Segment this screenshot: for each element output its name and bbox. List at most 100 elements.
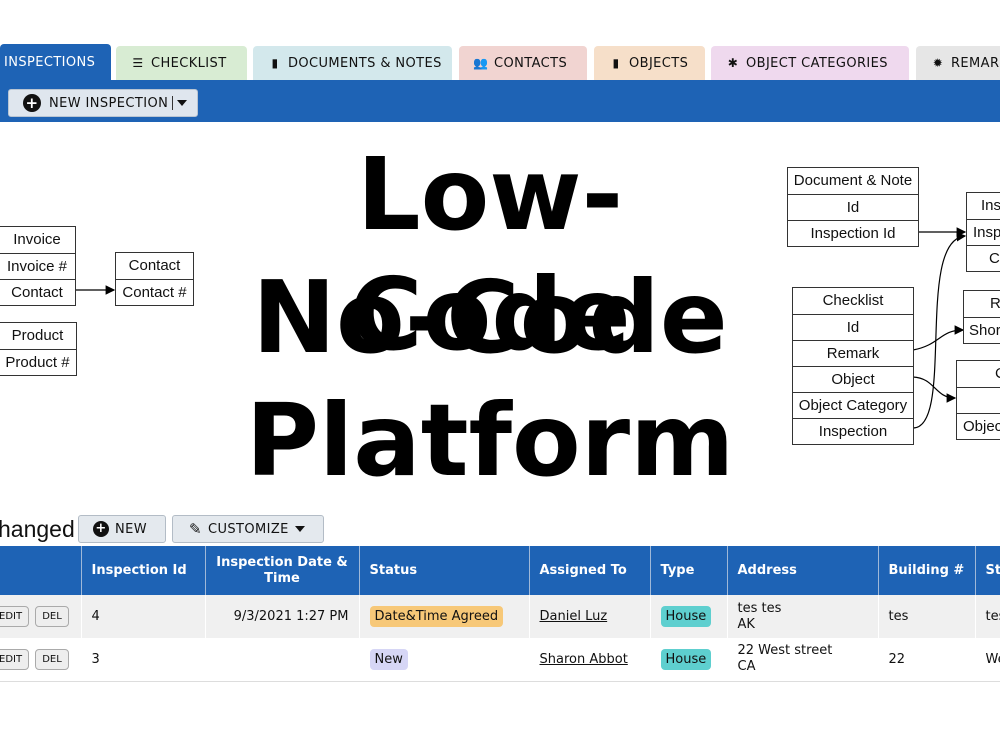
entity-row: Contact — [128, 257, 181, 274]
assigned-to-link[interactable]: Sharon Abbot — [539, 651, 628, 667]
new-button[interactable]: + NEW — [78, 515, 166, 543]
tab-label: OBJECT CATEGORIES — [746, 55, 888, 71]
column-header-inspection-id[interactable]: Inspection Id — [81, 546, 206, 595]
customize-label: CUSTOMIZE — [207, 521, 289, 537]
list-icon: ☰ — [132, 56, 144, 70]
entity-row: Product # — [0, 349, 76, 375]
cell-inspection-date: 9/3/2021 1:27 PM — [205, 595, 360, 638]
cell-building: 22 — [878, 638, 976, 682]
assigned-to-link[interactable]: Daniel Luz — [539, 609, 608, 624]
people-icon: 👥 — [473, 56, 489, 70]
entity-row: Invoice # — [0, 253, 75, 279]
table-row[interactable]: EDIT DEL 3 New Sharon Abbot House 22 Wes… — [0, 638, 1000, 682]
asterisk-icon: ✱ — [727, 56, 739, 70]
edit-icon: ✎ — [189, 520, 202, 538]
chevron-down-icon[interactable] — [172, 96, 188, 110]
column-header-type[interactable]: Type — [650, 546, 728, 595]
address-line-1: tes tes — [737, 600, 782, 616]
cell-assigned-to: Daniel Luz — [529, 595, 651, 638]
tab-bar: INSPECTIONS ☰ CHECKLIST ▮ DOCUMENTS & NO… — [0, 44, 1000, 80]
status-badge: New — [369, 648, 408, 670]
table-header-row: Inspection Id Inspection Date & Time Sta… — [0, 546, 1000, 595]
tab-object-categories[interactable]: ✱ OBJECT CATEGORIES — [711, 46, 909, 80]
entity-document-note: Document & Note Id Inspection Id — [787, 167, 919, 247]
tab-label: OBJECTS — [629, 55, 689, 71]
gear-icon: ✹ — [932, 56, 944, 70]
column-header-status[interactable]: Status — [359, 546, 530, 595]
tab-objects[interactable]: ▮ OBJECTS — [594, 46, 705, 80]
cell-status: New — [359, 638, 530, 682]
entity-object-partial: C Objec — [956, 360, 1000, 440]
new-label: NEW — [115, 521, 147, 537]
cell-address: tes tes AK — [727, 595, 879, 638]
address-line-2: CA — [737, 659, 756, 675]
entity-row: R — [990, 295, 1000, 312]
connector-object — [912, 376, 957, 403]
entity-row: Id — [788, 194, 918, 220]
grid-toolbar: hanged + NEW ✎ CUSTOMIZE — [0, 512, 1000, 544]
tab-label: DOCUMENTS & NOTES — [288, 55, 442, 71]
new-inspection-label: NEW INSPECTION — [49, 95, 169, 111]
entity-inspection-partial: Ins Insp C — [966, 192, 1000, 272]
cell-building: tes — [878, 595, 976, 638]
entity-row: Product — [11, 327, 64, 344]
column-header-assigned-to[interactable]: Assigned To — [529, 546, 651, 595]
column-header-actions — [0, 546, 82, 595]
tab-contacts[interactable]: 👥 CONTACTS — [459, 46, 587, 80]
hero-title-line-3: Platform — [245, 382, 735, 499]
tab-checklist[interactable]: ☰ CHECKLIST — [116, 46, 247, 80]
status-badge: Date&Time Agreed — [369, 606, 504, 627]
plus-circle-icon: + — [23, 94, 41, 112]
cell-street: We — [975, 638, 1000, 682]
entity-row: Object — [793, 366, 913, 392]
entity-contact: Contact Contact # — [115, 252, 194, 306]
entity-row: Inspection Id — [788, 220, 918, 246]
toolbar: + NEW INSPECTION — [0, 80, 1000, 122]
entity-row: Inspection — [793, 418, 913, 444]
cell-type: House — [650, 638, 728, 682]
connector-inspection — [912, 231, 967, 429]
cell-assigned-to: Sharon Abbot — [529, 638, 651, 682]
entity-row: Contact # — [116, 279, 193, 305]
entity-remark-partial: R Shor — [963, 290, 1000, 344]
customize-button[interactable]: ✎ CUSTOMIZE — [172, 515, 324, 543]
column-header-building[interactable]: Building # — [878, 546, 976, 595]
entity-row: Insp — [967, 219, 1000, 245]
plus-circle-icon: + — [93, 521, 109, 537]
tab-remarks[interactable]: ✹ REMAR — [916, 46, 1000, 80]
inspections-table: Inspection Id Inspection Date & Time Sta… — [0, 546, 1000, 682]
hero-title-line-1: Low-Code — [349, 136, 631, 373]
entity-row: Shor — [964, 317, 1000, 343]
delete-button[interactable]: DEL — [35, 648, 69, 670]
address-line-1: 22 West street — [737, 643, 833, 659]
tab-label: INSPECTIONS — [4, 54, 96, 70]
column-header-inspection-date[interactable]: Inspection Date & Time — [205, 546, 360, 595]
cell-inspection-id: 4 — [81, 595, 206, 638]
column-header-street[interactable]: St — [975, 546, 1000, 595]
tab-label: REMAR — [951, 55, 1000, 71]
table-row[interactable]: EDIT DEL 4 9/3/2021 1:27 PM Date&Time Ag… — [0, 595, 1000, 638]
entity-row: Contact — [0, 279, 75, 305]
delete-button[interactable]: DEL — [35, 606, 69, 627]
edit-button[interactable]: EDIT — [0, 648, 30, 670]
document-icon: ▮ — [271, 56, 279, 70]
edit-button[interactable]: EDIT — [0, 606, 30, 627]
connector-remark — [912, 325, 965, 351]
new-inspection-button[interactable]: + NEW INSPECTION — [8, 89, 198, 117]
row-actions: EDIT DEL — [0, 595, 82, 638]
entity-row: Object Category — [793, 392, 913, 418]
cell-inspection-id: 3 — [81, 638, 206, 682]
tab-label: CHECKLIST — [151, 55, 227, 71]
entity-row: C — [967, 245, 1000, 271]
entity-product: Product Product # — [0, 322, 77, 376]
column-header-address[interactable]: Address — [727, 546, 879, 595]
tab-documents-notes[interactable]: ▮ DOCUMENTS & NOTES — [253, 46, 452, 80]
entity-row: Remark — [793, 340, 913, 366]
tab-inspections[interactable]: INSPECTIONS — [0, 44, 111, 80]
chevron-down-icon — [294, 526, 305, 532]
entity-invoice: Invoice Invoice # Contact — [0, 226, 76, 306]
entity-row: Id — [793, 314, 913, 340]
cell-status: Date&Time Agreed — [359, 595, 530, 638]
entity-row: C — [957, 361, 1000, 387]
